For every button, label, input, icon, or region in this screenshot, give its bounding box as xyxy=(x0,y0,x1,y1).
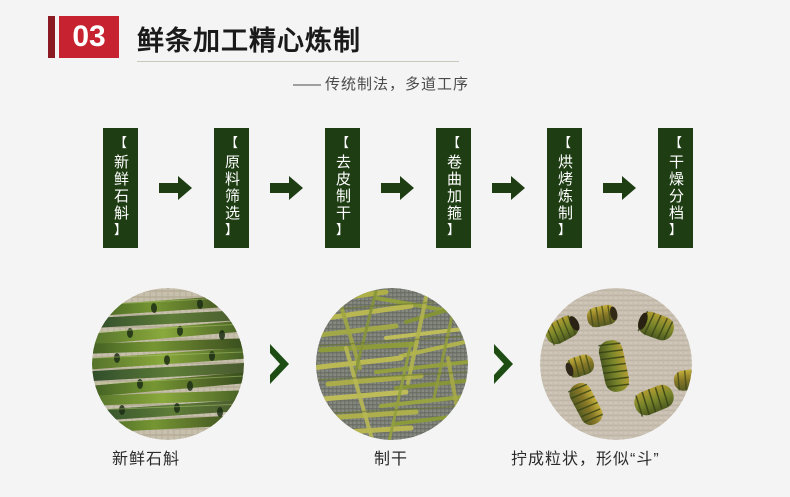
process-flow: 【 新鲜石斛 】 【 原料筛选 】 【 去皮制干 】 【 卷曲加箍 】 【 烘烤… xyxy=(103,128,693,248)
caption-dried-strips: 制干 xyxy=(374,451,409,468)
bracket-close-icon: 】 xyxy=(668,223,682,238)
title-underline-rule xyxy=(137,61,459,62)
photo-fresh-dendrobium-stems xyxy=(92,288,244,440)
photo-cell-dried-strips xyxy=(316,288,468,440)
chevron-right-icon-1 xyxy=(244,342,316,386)
process-step-label: 干燥分档 xyxy=(667,154,684,222)
process-step-1: 【 新鲜石斛 】 xyxy=(103,128,138,248)
section-header: 03 鲜条加工精心炼制 ——传统制法，多道工序 xyxy=(48,16,748,96)
photo-dried-strips xyxy=(316,288,468,440)
process-step-label: 原料筛选 xyxy=(223,154,240,222)
process-step-label: 烘烤炼制 xyxy=(556,154,573,222)
process-step-4: 【 卷曲加箍 】 xyxy=(436,128,471,248)
header-title-wrap: 鲜条加工精心炼制 xyxy=(137,16,748,62)
flow-arrow-icon-4 xyxy=(471,175,547,201)
bracket-open-icon: 【 xyxy=(224,136,238,151)
header-row: 03 鲜条加工精心炼制 xyxy=(48,16,748,62)
bracket-close-icon: 】 xyxy=(113,223,127,238)
process-step-label: 卷曲加箍 xyxy=(445,154,462,222)
subtitle-text: 传统制法，多道工序 xyxy=(325,76,470,93)
flow-arrow-icon-1 xyxy=(138,175,214,201)
chevron-right-icon-2 xyxy=(468,342,540,386)
photo-captions: 新鲜石斛 制干 拧成粒状，形似“斗” xyxy=(0,445,790,475)
bracket-open-icon: 【 xyxy=(446,136,460,151)
bracket-close-icon: 】 xyxy=(335,223,349,238)
bracket-close-icon: 】 xyxy=(446,223,460,238)
photo-coiled-pieces xyxy=(540,288,692,440)
flow-arrow-icon-5 xyxy=(582,175,658,201)
process-step-5: 【 烘烤炼制 】 xyxy=(547,128,582,248)
bracket-open-icon: 【 xyxy=(668,136,682,151)
photo-row xyxy=(92,288,692,440)
bracket-close-icon: 】 xyxy=(557,223,571,238)
photo-cell-coiled-pieces xyxy=(540,288,692,440)
subtitle-dash: —— xyxy=(293,76,321,93)
header-accent-bar xyxy=(48,16,55,58)
photo-cell-fresh-dendrobium-stems xyxy=(92,288,244,440)
section-number-badge: 03 xyxy=(59,16,119,58)
process-step-label: 新鲜石斛 xyxy=(112,154,129,222)
caption-coiled-pieces: 拧成粒状，形似“斗” xyxy=(511,451,660,468)
process-step-2: 【 原料筛选 】 xyxy=(214,128,249,248)
bracket-close-icon: 】 xyxy=(224,223,238,238)
process-step-3: 【 去皮制干 】 xyxy=(325,128,360,248)
process-step-label: 去皮制干 xyxy=(334,154,351,222)
flow-arrow-icon-2 xyxy=(249,175,325,201)
flow-arrow-icon-3 xyxy=(360,175,436,201)
bracket-open-icon: 【 xyxy=(113,136,127,151)
caption-fresh-dendrobium-stems: 新鲜石斛 xyxy=(112,451,181,468)
page-title: 鲜条加工精心炼制 xyxy=(137,26,361,56)
header-subtitle: ——传统制法，多道工序 xyxy=(293,73,469,94)
bracket-open-icon: 【 xyxy=(335,136,349,151)
process-step-6: 【 干燥分档 】 xyxy=(658,128,693,248)
bracket-open-icon: 【 xyxy=(557,136,571,151)
